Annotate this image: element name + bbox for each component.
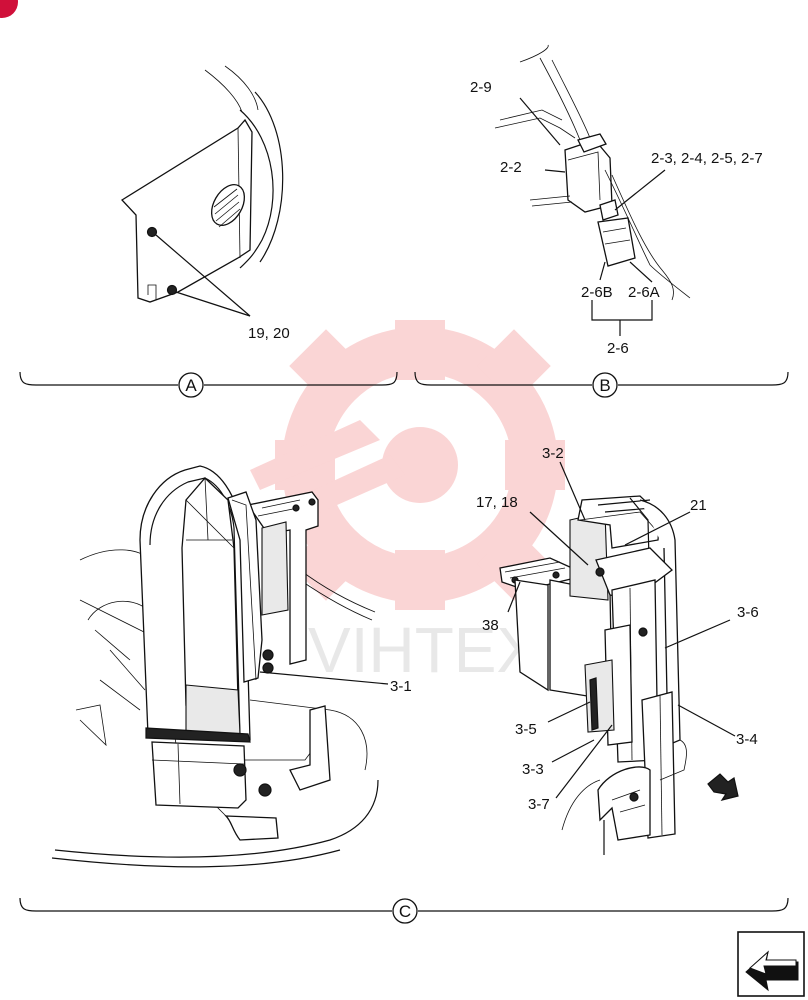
bracket-a xyxy=(19,371,398,386)
label-38: 38 xyxy=(482,617,499,634)
label-2-6a: 2-6A xyxy=(628,284,660,301)
view-a-drawing xyxy=(120,65,284,317)
label-2-9: 2-9 xyxy=(470,79,492,96)
label-2-3-2-4-2-5-2-7: 2-3, 2-4, 2-5, 2-7 xyxy=(651,150,763,167)
label-3-5: 3-5 xyxy=(515,721,537,738)
label-3-4: 3-4 xyxy=(736,731,758,748)
label-3-2: 3-2 xyxy=(542,445,564,462)
view-b-drawing xyxy=(494,44,691,336)
label-3-1: 3-1 xyxy=(390,678,412,695)
view-c-marker xyxy=(392,898,418,924)
label-21: 21 xyxy=(690,497,707,514)
label-3-3: 3-3 xyxy=(522,761,544,778)
view-b-marker xyxy=(592,372,618,398)
label-3-6: 3-6 xyxy=(737,604,759,621)
view-b-marker-label: B xyxy=(599,376,610,395)
watermark xyxy=(250,320,565,610)
watermark-text: VIHTEX xyxy=(308,614,539,686)
view-c-drawing xyxy=(51,461,736,868)
corner-badge xyxy=(0,0,18,18)
next-page-button[interactable] xyxy=(737,931,805,997)
view-a-marker xyxy=(178,372,204,398)
view-a-marker-label: A xyxy=(185,376,197,395)
label-2-6: 2-6 xyxy=(607,340,629,357)
label-17-18: 17, 18 xyxy=(476,494,518,511)
direction-arrow-icon xyxy=(707,773,739,801)
label-19-20: 19, 20 xyxy=(248,325,290,342)
bracket-b xyxy=(414,371,789,386)
label-2-2: 2-2 xyxy=(500,159,522,176)
arrow-next-page-icon xyxy=(745,950,799,992)
bracket-c xyxy=(19,897,789,912)
label-3-7: 3-7 xyxy=(528,796,550,813)
label-2-6b: 2-6B xyxy=(581,284,613,301)
view-c-marker-label: C xyxy=(399,902,411,921)
